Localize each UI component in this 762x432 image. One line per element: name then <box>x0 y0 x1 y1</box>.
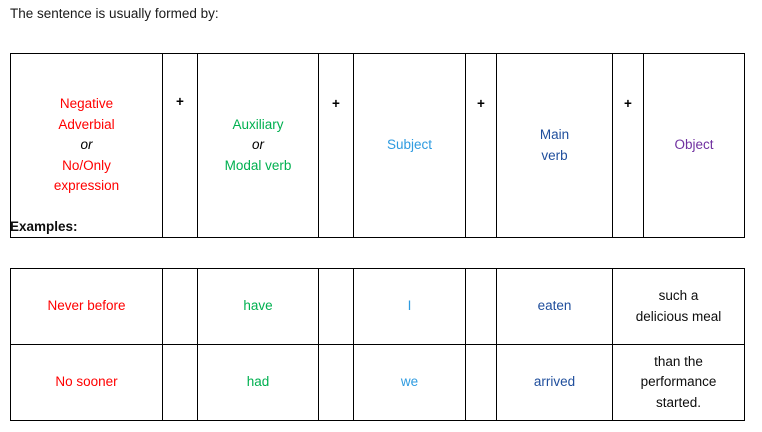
example-object-2-line-2: performance <box>640 374 717 390</box>
plus-sign-1: + <box>162 53 198 238</box>
example-main-verb-1: eaten <box>496 268 613 345</box>
sentence-formula-table: Negative Adverbial or No/Only expression… <box>10 53 745 238</box>
auxiliary-line-1: Auxiliary <box>232 116 284 132</box>
negative-or-word: or <box>80 137 93 153</box>
example-plus-cell-1c <box>465 268 497 345</box>
negative-line-4: expression <box>53 178 120 194</box>
cell-object: Object <box>643 53 745 238</box>
main-verb-line-1: Main <box>539 126 570 142</box>
plus-sign-3: + <box>465 53 497 238</box>
example-object-1-line-1: such a <box>658 287 699 303</box>
cell-negative-adverbial: Negative Adverbial or No/Only expression <box>10 53 163 238</box>
table-row: Never before have I eaten such a delicio… <box>10 268 745 345</box>
plus-sign-4: + <box>612 53 644 238</box>
example-object-1-line-2: delicious meal <box>635 308 722 324</box>
intro-sentence: The sentence is usually formed by: <box>10 6 219 21</box>
example-subject-1: I <box>353 268 466 345</box>
example-negative-1: Never before <box>10 268 163 345</box>
examples-heading: Examples: <box>10 219 78 234</box>
example-negative-2: No sooner <box>10 344 163 421</box>
example-object-2-line-3: started. <box>655 394 702 410</box>
example-plus-cell-2b <box>318 344 354 421</box>
main-verb-line-2: verb <box>541 147 568 163</box>
auxiliary-or-word: or <box>251 137 264 153</box>
examples-table: Never before have I eaten such a delicio… <box>10 268 745 421</box>
example-plus-cell-1a <box>162 268 198 345</box>
example-subject-2: we <box>353 344 466 421</box>
cell-main-verb: Main verb <box>496 53 613 238</box>
cell-auxiliary-modal: Auxiliary or Modal verb <box>197 53 319 238</box>
negative-line-3: No/Only <box>62 157 111 173</box>
plus-sign-2: + <box>318 53 354 238</box>
example-main-verb-2: arrived <box>496 344 613 421</box>
example-object-1: such a delicious meal <box>612 268 745 345</box>
negative-line-2: Adverbial <box>58 116 115 132</box>
example-object-2-line-1: than the <box>654 353 703 369</box>
cell-subject: Subject <box>353 53 466 238</box>
auxiliary-line-2: Modal verb <box>224 157 292 173</box>
example-object-2: than the performance started. <box>612 344 745 421</box>
example-auxiliary-1: have <box>197 268 319 345</box>
formula-row: Negative Adverbial or No/Only expression… <box>10 53 745 238</box>
table-row: No sooner had we arrived than the perfor… <box>10 344 745 421</box>
example-plus-cell-2c <box>465 344 497 421</box>
example-plus-cell-1b <box>318 268 354 345</box>
example-plus-cell-2a <box>162 344 198 421</box>
example-auxiliary-2: had <box>197 344 319 421</box>
negative-line-1: Negative <box>59 96 114 112</box>
